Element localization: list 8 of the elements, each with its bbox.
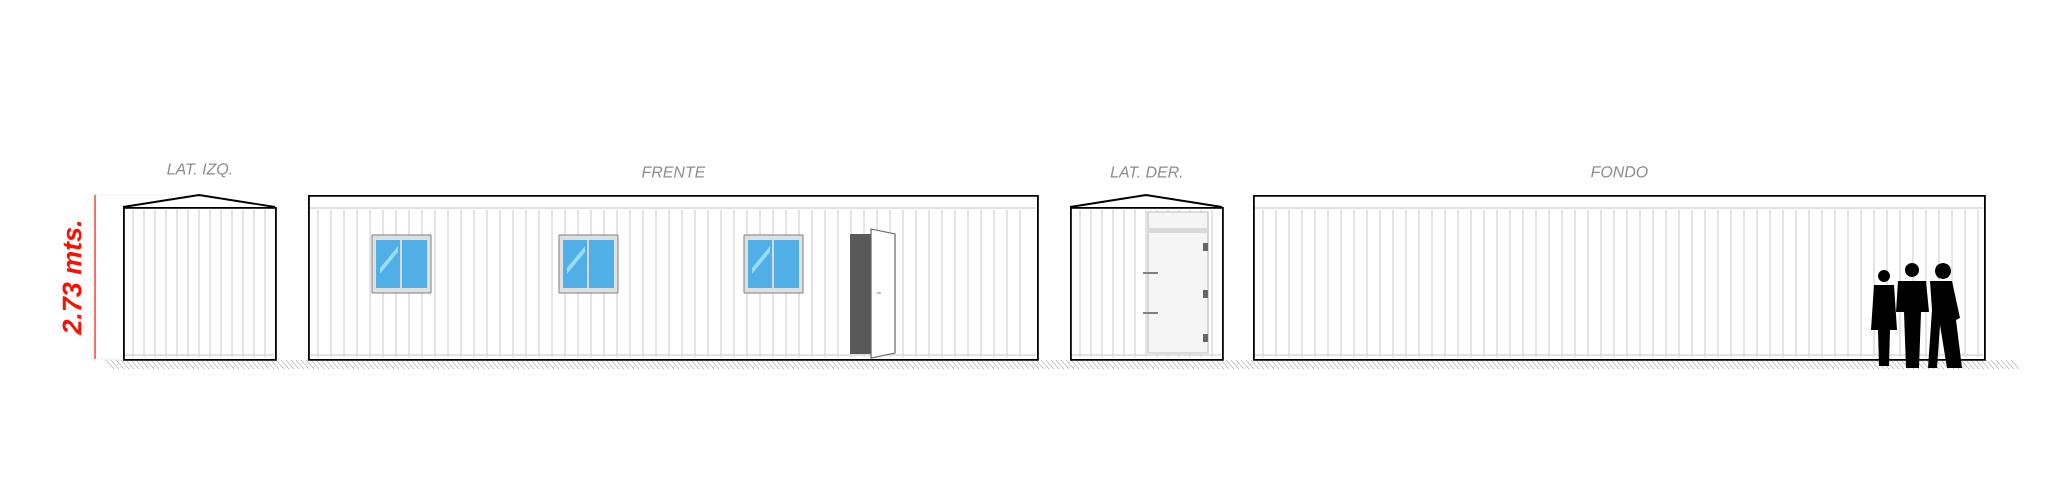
node-label: FRENTE: [642, 166, 706, 178]
node-label: LAT. DER.: [1110, 166, 1182, 178]
container-elevation: LAT. IZQ.: [122, 163, 277, 361]
container-elevation: FRENTE: [308, 166, 1039, 361]
container-elevation: FONDO: [1253, 166, 1986, 361]
dimension-label: 2.73 mts.: [62, 221, 82, 335]
node-label: LAT. IZQ.: [167, 163, 232, 178]
node-label: FONDO: [1591, 166, 1648, 178]
